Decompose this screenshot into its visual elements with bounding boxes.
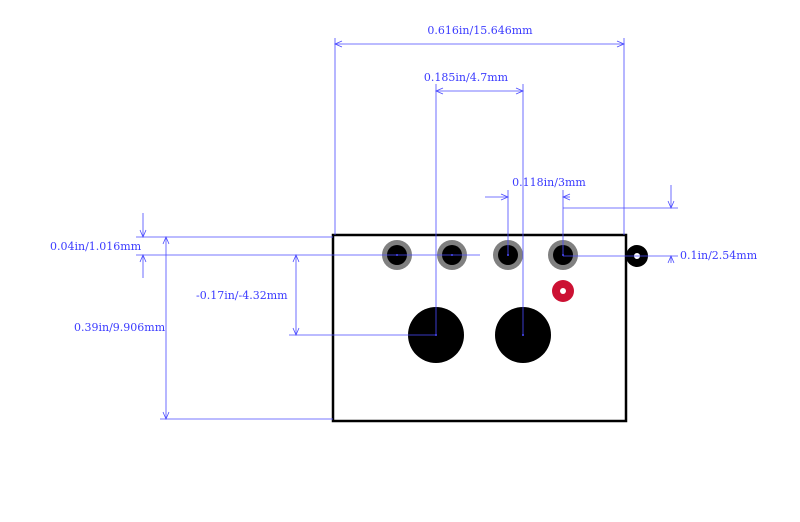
pin1-marker: [552, 280, 574, 302]
label-body-height: 0.39in/9.906mm: [74, 321, 166, 334]
dim-body-height: 0.39in/9.906mm: [74, 235, 333, 421]
dim-overall-width: 0.616in/15.646mm: [333, 24, 626, 235]
label-hole-spacing: 0.185in/4.7mm: [424, 71, 509, 84]
label-pin-pitch: 0.1in/2.54mm: [680, 249, 758, 262]
label-overall-width: 0.616in/15.646mm: [427, 24, 533, 37]
label-top-edge-offset: 0.04in/1.016mm: [50, 240, 142, 253]
body-fill: [332, 234, 627, 422]
body-outline: [331, 233, 628, 423]
dim-pin-pitch: 0.1in/2.54mm: [563, 185, 758, 264]
dim-hole-spacing: 0.185in/4.7mm: [424, 71, 525, 335]
label-pad-offset: 0.118in/3mm: [512, 176, 586, 189]
dim-top-edge-offset: 0.04in/1.016mm: [50, 213, 480, 278]
dim-pin-vertical-offset: -0.17in/-4.32mm: [196, 253, 436, 337]
dim-pad-offset: 0.118in/3mm: [485, 176, 586, 255]
label-pin-vertical-offset: -0.17in/-4.32mm: [196, 289, 288, 302]
